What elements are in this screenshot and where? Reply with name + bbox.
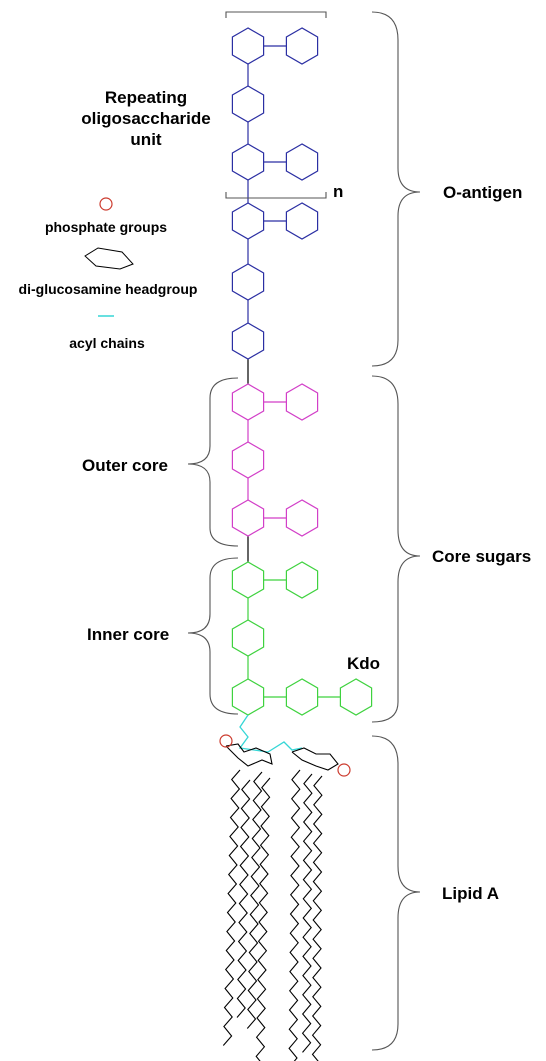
glycosidic-bonds [247,45,341,698]
outer-core-label: Outer core [82,456,168,475]
headgroup-ring-right [291,747,339,771]
repeating-unit-label-1: Repeating [105,88,187,107]
repeat-bracket-top [225,11,327,18]
acyl-chain [246,771,263,1029]
acyl-chain [255,777,271,1061]
lipid-a-brace [371,735,421,1051]
phosphate-circle-icon [99,197,113,211]
repeating-unit-label-3: unit [130,130,161,149]
headgroup-ring-left [225,743,273,767]
repeat-bracket-bottom [225,192,327,199]
side-sugar-ring [285,383,319,421]
kdo-label: Kdo [347,654,380,673]
inner-core-label: Inner core [87,625,169,644]
side-sugar-ring [285,561,319,599]
acyl-chain [311,775,323,1061]
sugar-ring [231,263,265,301]
legend-acyl-label: acyl chains [69,335,145,351]
sugar-ring [231,499,265,537]
sugar-ring [231,678,265,716]
outer-core-brace [187,377,239,547]
core-sugars-label: Core sugars [432,547,531,566]
inner-core-brace [187,557,239,715]
sugar-ring [231,561,265,599]
side-sugar-ring [285,143,319,181]
sugar-ring [231,27,265,65]
side-sugar-ring [285,27,319,65]
side-sugar-ring [285,678,319,716]
chair-ring-icon [84,247,134,270]
core-sugars-brace [371,375,421,723]
sugar-ring [231,619,265,657]
side-sugar-ring [285,202,319,240]
lipid-a-structure [219,714,351,1061]
phosphate-group [337,763,351,777]
legend-phosphate-label: phosphate groups [45,219,167,235]
acyl-chain [236,779,251,1018]
sugar-ring [231,85,265,123]
acyl-chain [301,773,313,1053]
o-antigen-label: O-antigen [443,183,522,202]
o-antigen-brace [371,11,421,367]
phosphate-group [219,734,233,748]
sugar-ring [231,202,265,240]
acyl-linker [238,714,303,753]
sugar-ring [231,441,265,479]
sugar-rings [231,27,373,716]
acyl-chain [288,769,301,1061]
sugar-ring [231,322,265,360]
kdo-sugar-ring [339,678,373,716]
sugar-ring [231,143,265,181]
acyl-chain [222,769,241,1046]
repeat-count-label: n [333,182,343,201]
legend-headgroup-label: di-glucosamine headgroup [19,281,198,297]
side-sugar-ring [285,499,319,537]
legend: phosphate groups di-glucosamine headgrou… [19,197,198,351]
lipid-a-label: Lipid A [442,884,499,903]
sugar-ring [231,383,265,421]
repeating-unit-label-2: oligosaccharide [81,109,210,128]
